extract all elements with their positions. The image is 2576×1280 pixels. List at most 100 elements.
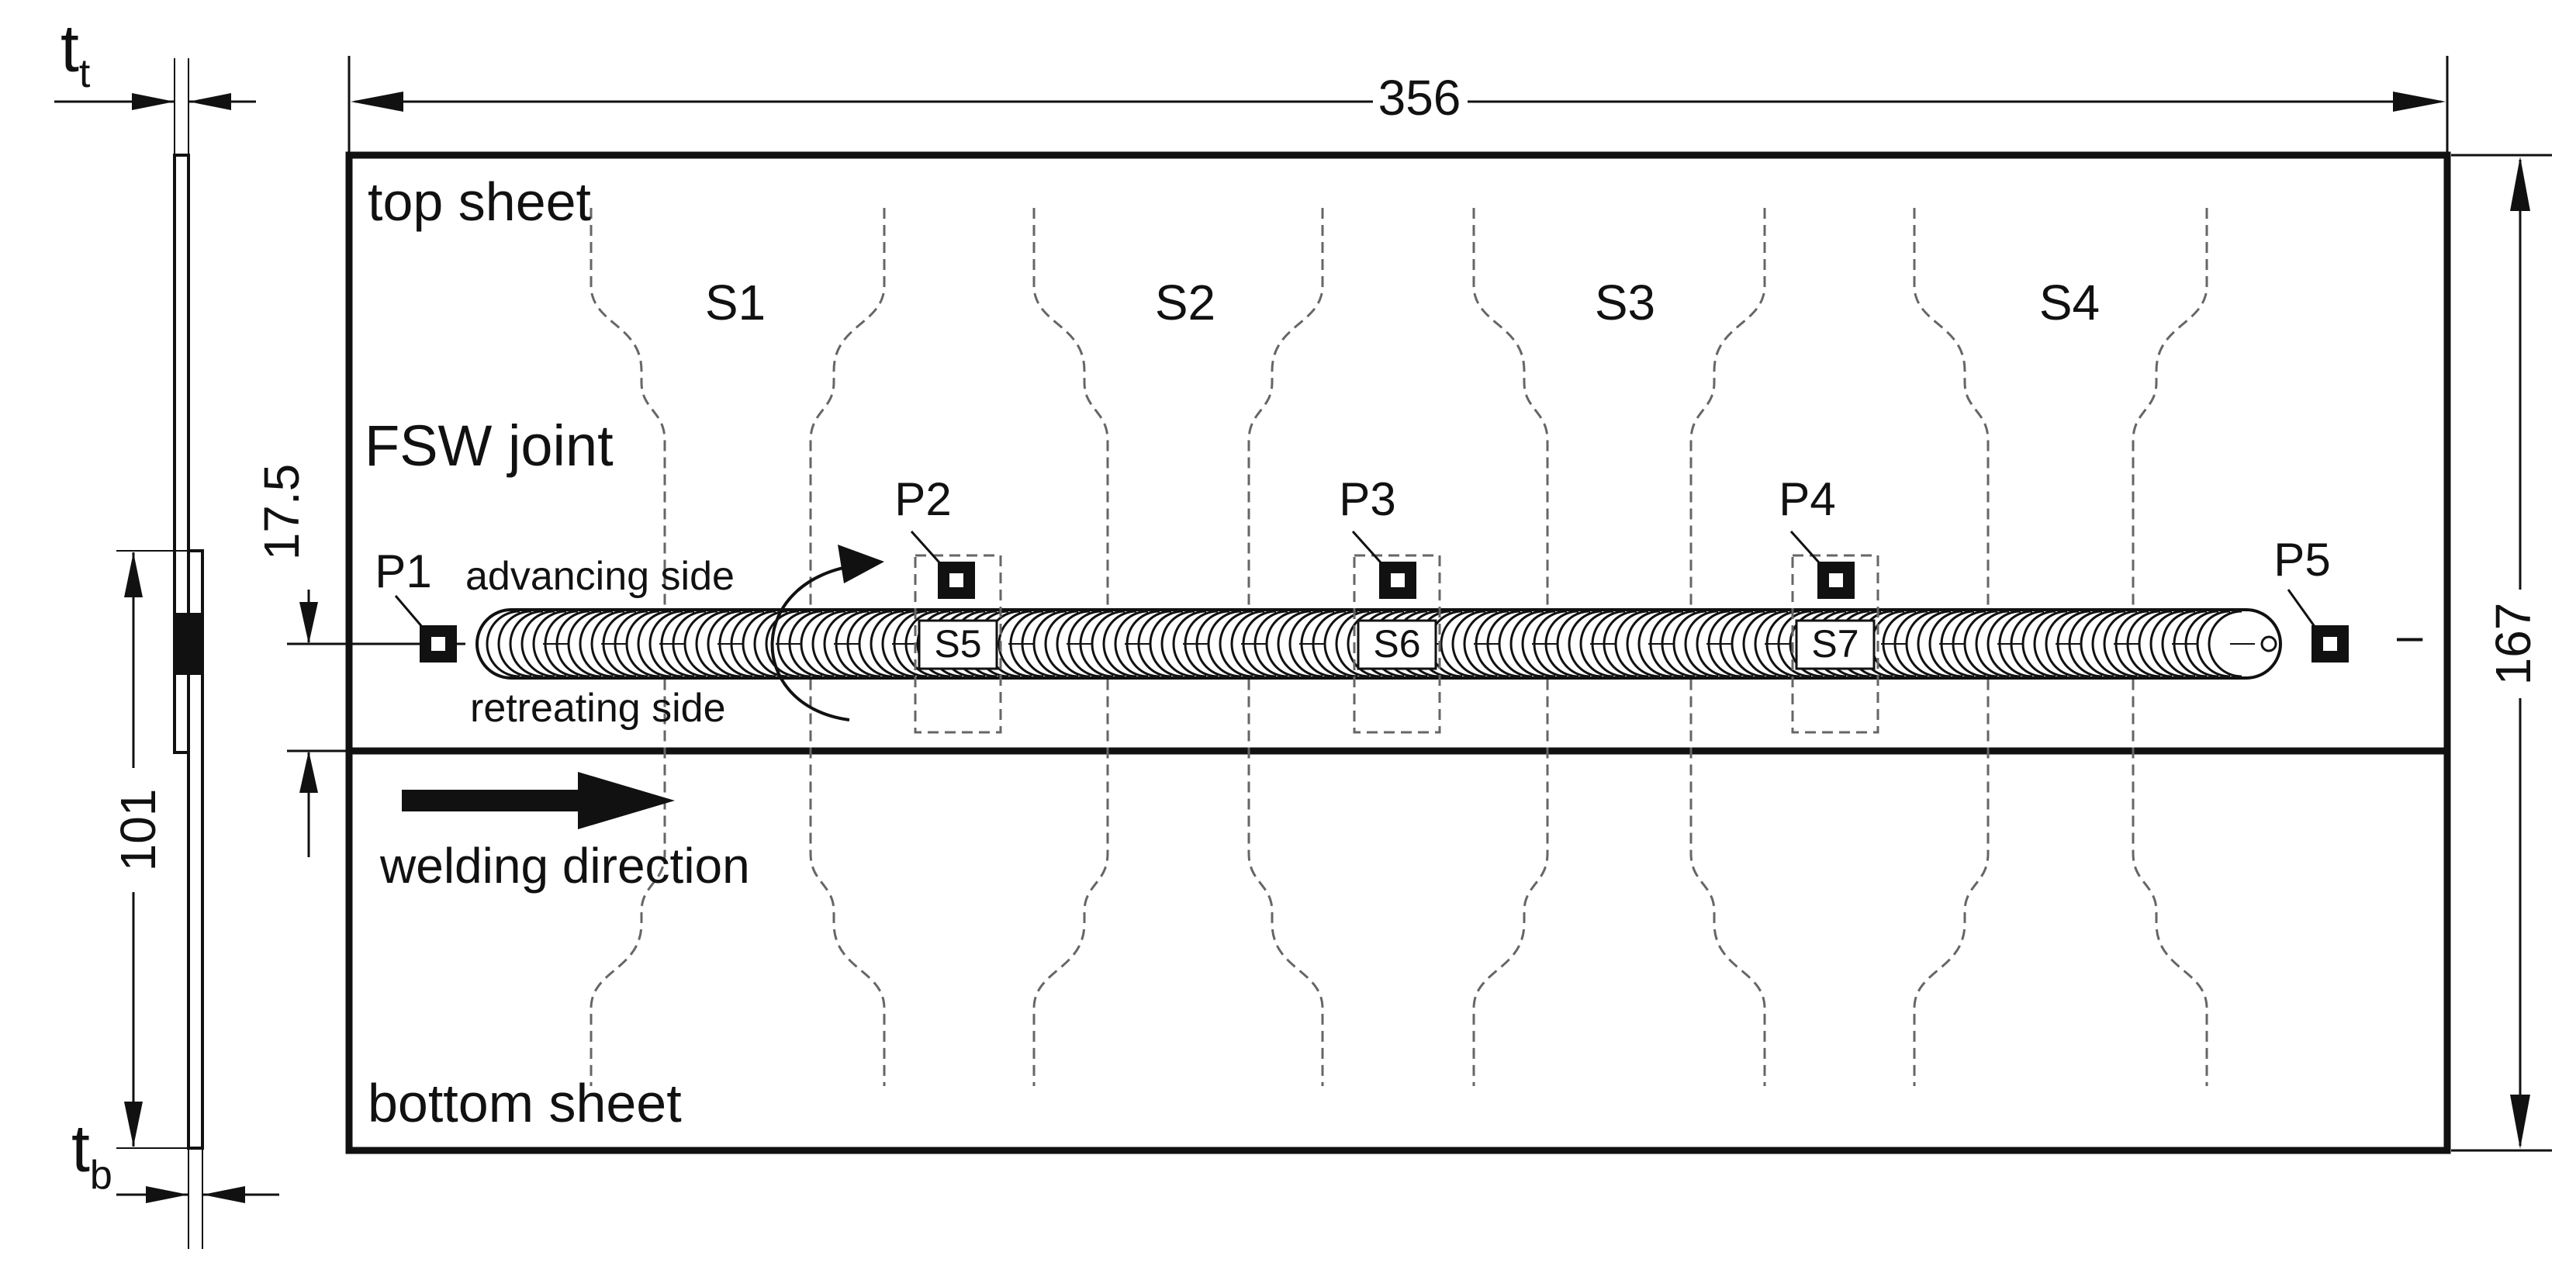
weld-ripple [823,610,858,678]
point-marker-hole [949,573,963,587]
sample-label-box [918,619,998,670]
arrowhead [2510,1095,2530,1149]
fsw-joint-label: FSW joint [365,413,614,478]
weld-ripple [2080,610,2114,678]
arrowhead [2510,157,2530,211]
weld-ripple [870,610,904,678]
weld-ripple [509,610,544,678]
top-thickness-label: tt [61,12,91,96]
top-sheet-label: top sheet [368,171,591,232]
point-marker-hole [2323,637,2337,651]
point-label: P1 [375,545,431,597]
weld-ripple [1277,610,1312,678]
arrowhead [299,602,318,644]
arrowhead [124,1102,143,1147]
weld-ripple [683,610,718,678]
point-label: P3 [1339,473,1395,525]
weld-ripple [765,610,800,678]
weld-ripple [2021,610,2056,678]
weld-ripple [1521,610,1556,678]
weld-ripple [648,610,683,678]
arrowhead [202,1186,245,1203]
rotation-arc [770,563,862,721]
specimen-label: S1 [705,275,766,330]
weld-ripple [567,610,602,678]
weld-ripple [753,610,788,678]
top-sheet-section [173,154,190,754]
point-marker-hole [1829,573,1843,587]
weld-ripple [2208,610,2242,678]
weld-ripple [742,610,776,678]
weld-ripple [1032,610,1067,678]
weld-ripple [1928,610,1963,678]
weld-ripple [1347,610,1381,678]
bottom-sheet-label: bottom sheet [368,1073,682,1133]
weld-ripple [637,610,672,678]
arrowhead [351,92,403,112]
sample-label: S5 [934,622,981,666]
weld-ripple [881,610,916,678]
weld-section [175,613,202,675]
rotation-arrowhead [838,545,884,583]
arrowhead [188,93,231,110]
dim-length-356: 356 [1378,70,1461,126]
weld-ripple [1288,610,1323,678]
sample-box-s5 [914,554,1002,734]
arrowhead [2393,92,2446,112]
weld-ripple [1789,610,1824,678]
sample-label-box [1795,619,1876,670]
specimen-label: S3 [1595,275,1655,330]
weld-ripple [1451,610,1486,678]
welding-direction-arrowhead [578,772,675,829]
weld-ripple [1917,610,1952,678]
arrowhead [124,552,143,597]
weld-ripple [497,610,532,678]
weld-ripple [579,610,614,678]
point-marker-hole [1391,573,1405,587]
welding-direction-shaft [402,790,580,811]
arrowhead [299,751,318,793]
weld-ripple [1579,610,1614,678]
weld-ripple [1556,610,1591,678]
weld-ripple [1986,610,2021,678]
weld-ripple [1742,610,1777,678]
weld-ripple [2033,610,2068,678]
weld-ripple [1684,610,1719,678]
point-label: P4 [1779,473,1835,525]
sample-label: S7 [1811,622,1859,666]
weld-ripple [695,610,730,678]
weld-ripple [1731,610,1765,678]
point-marker-hole [431,637,445,651]
weld-ripple [486,610,520,678]
weld-ripple [2161,610,2196,678]
bottom-sheet-section [187,549,204,1150]
weld-ripple [1509,610,1544,678]
weld-ripple [1637,610,1672,678]
sample-box-s7 [1791,554,1879,734]
weld-ripple [998,610,1032,678]
dim-width-167: 167 [2485,603,2541,686]
weld-ripple [1463,610,1498,678]
weld-ripple [2091,610,2126,678]
weld-ripple [1149,610,1184,678]
weld-ripple [916,610,951,678]
weld-ripple [1207,610,1242,678]
weld-ripple [1626,610,1661,678]
weld-ripple [1091,610,1125,678]
weld-ripple [625,610,660,678]
weld-ripple [520,610,555,678]
weld-ripple [2196,610,2231,678]
tool-exit-hole [2260,635,2277,652]
weld-ripple [2149,610,2184,678]
drawing-geometry [54,56,2552,1249]
weld-ripple [1568,610,1603,678]
weld-ripple [811,610,846,678]
point-label: P2 [894,473,951,525]
arrowhead [146,1186,188,1203]
weld-ripple [1963,610,1998,678]
weld-ripple [1056,610,1091,678]
weld-ripple [1172,610,1207,678]
end-mark: – [2397,610,2423,662]
dim-bottom-101: 101 [110,789,166,872]
